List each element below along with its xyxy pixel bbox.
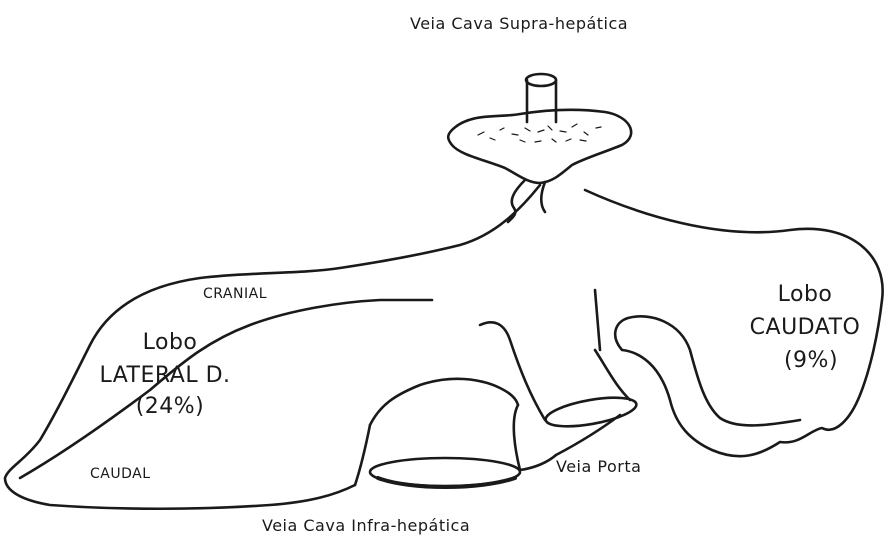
infra-cava-opening-shade [378,478,515,487]
portal-vein-right-wall [595,350,630,400]
portal-vein-upper [595,290,600,350]
diaphragm-patch [448,110,631,183]
label-lobo-lateral-line1: Lobo [55,330,275,355]
label-veia-cava-infra: Veia Cava Infra-hepática [262,516,470,535]
label-lobo-lateral-line2: LATERAL D. [55,363,275,388]
label-caudal: CAUDAL [90,466,151,482]
vena-cava-infra-left-wall [355,425,370,485]
label-veia-porta: Veia Porta [556,457,641,476]
portal-vein-left-wall [480,322,545,420]
label-veia-cava-supra: Veia Cava Supra-hepática [410,14,628,33]
hepatic-vein-2 [541,182,545,212]
supra-cava-opening [526,74,556,86]
label-lobo-caudato-line2: CAUDATO [725,315,885,340]
liver-lower-edge-right [520,455,556,470]
label-lobo-caudato-line1: Lobo [725,282,885,307]
label-lobo-caudato-line3: (9%) [725,348,885,373]
infra-cava-arch [370,379,518,425]
label-lobo-lateral-line3: (24%) [55,394,275,419]
diaphragm-stipple [478,124,601,142]
label-lobo-lateral: Lobo LATERAL D. (24%) [55,330,275,419]
label-cranial: CRANIAL [203,286,267,302]
infra-cava-right-wall [514,405,520,470]
label-lobo-caudato: Lobo CAUDATO (9%) [725,282,885,373]
portal-vein-opening [544,392,639,432]
